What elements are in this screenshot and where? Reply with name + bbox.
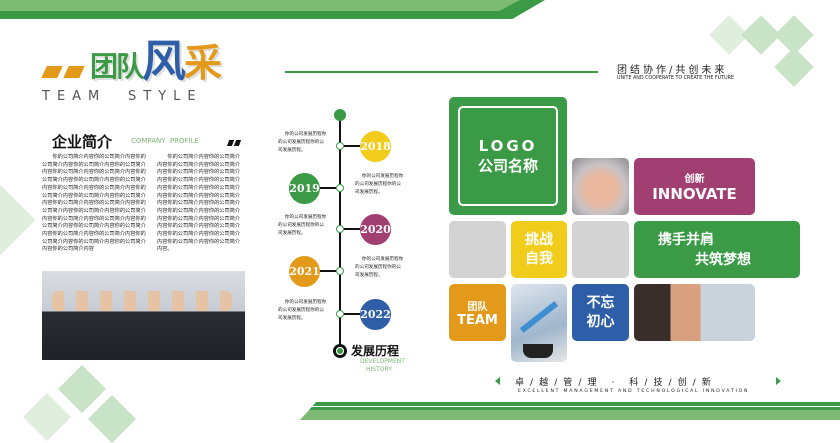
original-aspiration-tile: 不忘 初心 [572,284,629,341]
timeline-connector [344,313,360,315]
subtitle-team: TEAM [42,89,107,104]
page-title: 团队风采 [90,40,222,85]
timeline-node [336,267,344,275]
growth-chart-photo [511,284,567,362]
grey-tile [572,221,629,278]
grey-tile [449,221,506,278]
title-char: 队 [116,50,144,83]
team-photo [42,271,245,360]
header-divider [285,71,598,73]
company-name: 公司名称 [477,156,538,175]
slogan-cn: 团结协作/共创未来 [617,65,728,76]
year-badge-2021: 2021 [289,256,320,287]
logo-frame [458,106,558,206]
diamond-decoration [87,394,137,443]
diamond-decoration [774,47,814,87]
team-tile: 团队 TEAM [449,284,506,341]
subtitle-style: STYLE [128,89,203,104]
profile-title: 企业简介 [52,133,113,151]
logo-tile: LOGO 公司名称 [449,97,567,215]
bottom-band [300,402,840,420]
timeline-title-en-1: DEVELOPMENT [360,358,405,365]
timeline-node [336,310,344,318]
slogan-en: UNITE AND COOPERATE TO CREATE THE FUTURE [617,76,734,81]
timeline-text: 你的公司发展历程你的公司发展历程你的公司发展历程。 [278,215,327,236]
timeline-text: 你的公司发展历程你的公司发展历程你的公司发展历程。 [355,174,404,195]
timeline-text: 你的公司发展历程你的公司发展历程你的公司发展历程。 [355,257,404,278]
origin-line-1: 不忘 [586,294,615,311]
challenge-line-2: 自我 [525,250,553,267]
year-badge-2019: 2019 [289,173,320,204]
timeline-connector [344,228,360,230]
timeline-connector [344,145,360,147]
title-char: 团 [90,50,118,83]
diamond-decoration [57,364,107,414]
profile-text-col2: 你的公司简介内容你的公司简介内容你的公司简介内容你的公司简介内容你的公司简介内容… [157,154,241,253]
timeline-connector [320,187,336,189]
timeline-title-en-2: HISTORY [366,366,392,373]
arrow-left-icon [495,377,500,385]
innovate-cn: 创新 [684,174,705,185]
profile-text-col1: 你的公司简介内容你的公司简介内容你的公司简介内容你的公司简介内容你的公司简介内容… [42,154,146,253]
arrow-right-icon [776,377,781,385]
together-tile: 携手并肩 共筑梦想 [634,221,800,278]
profile-mark [226,140,244,146]
together-line-2: 共筑梦想 [695,251,751,268]
team-en: TEAM [457,312,498,328]
year-badge-2022: 2022 [360,299,391,330]
logo-text: LOGO [478,136,538,155]
timeline-text: 你的公司发展历程你的公司发展历程你的公司发展历程。 [278,300,327,321]
timeline-node [336,184,344,192]
handshake-photo [634,284,755,341]
innovate-en: INNOVATE [652,185,737,203]
footer-slogan-cn: 卓 / 越 / 管 / 理 · 科 / 技 / 创 / 新 [515,378,713,388]
origin-line-2: 初心 [586,313,615,330]
profile-title-en: COMPANY PROFILE [131,137,199,145]
year-badge-2020: 2020 [360,214,391,245]
together-line-1: 携手并肩 [658,231,714,248]
timeline-title: 发展历程 [351,344,400,358]
timeline-target-icon [333,344,347,358]
timeline-connector [320,270,336,272]
year-badge-2018: 2018 [360,131,391,162]
title-char: 风 [142,36,186,87]
timeline-text: 你的公司发展历程你的公司发展历程你的公司发展历程。 [278,132,327,153]
top-band-light [0,0,520,11]
challenge-line-1: 挑战 [525,231,553,248]
team-cn: 团队 [467,301,488,313]
footer-slogan-en: EXCELLENT MANAGEMENT AND TECHNOLOGICAL I… [518,389,750,394]
title-char: 采 [184,41,222,85]
diamond-decoration [0,184,36,256]
hands-photo [572,158,629,215]
innovate-tile: 创新 INNOVATE [634,158,755,215]
timeline-node [336,142,344,150]
timeline-node [336,225,344,233]
challenge-tile: 挑战 自我 [511,221,567,278]
diamond-decoration [22,392,72,442]
header-slashes [41,66,87,78]
timeline-start-dot [334,109,346,121]
